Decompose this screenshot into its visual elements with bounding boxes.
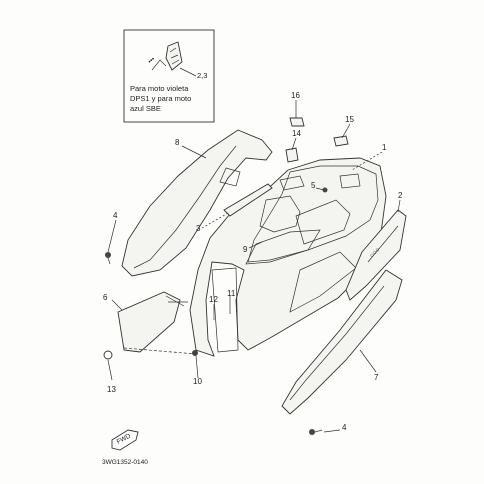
- callout-12: 12: [209, 295, 218, 304]
- inset-ref-label: 2,3: [197, 71, 207, 80]
- callout-7: 7: [374, 373, 379, 382]
- callout-13: 13: [107, 385, 116, 394]
- callout-5: 5: [311, 181, 316, 190]
- callout-6: 6: [103, 293, 108, 302]
- part-inner-piece: [245, 229, 321, 265]
- part-trim-strip: [223, 183, 273, 217]
- washer-13: [103, 350, 113, 360]
- callout-3: 3: [196, 224, 201, 233]
- screw-4-lower: [309, 429, 323, 435]
- callout-15: 15: [345, 115, 354, 124]
- callout-10: 10: [193, 377, 202, 386]
- part-body-cover: [189, 157, 387, 357]
- callout-11: 11: [227, 289, 236, 298]
- callout-4-lower: 4: [342, 423, 347, 432]
- inset-note-line1: Para moto violeta: [130, 84, 189, 93]
- inset-box: ••• 2,3 Para moto violeta DPS1 y para mo…: [123, 29, 215, 123]
- part-clip-15: [333, 135, 349, 147]
- leader-lines: [107, 100, 401, 433]
- screw-5: [322, 187, 328, 193]
- callout-8: 8: [175, 138, 180, 147]
- screw-10: [192, 350, 198, 356]
- callout-14: 14: [292, 129, 301, 138]
- callout-1: 1: [382, 143, 387, 152]
- callout-4-upper: 4: [113, 211, 118, 220]
- inset-note-line3: azul SBE: [130, 104, 161, 113]
- screw-4-upper: [105, 252, 111, 265]
- diagram-code: 3WG1352-0140: [102, 459, 148, 466]
- fwd-arrow-icon: FWD: [111, 429, 139, 451]
- part-front-rail-right: ○○○: [345, 209, 407, 301]
- part-side-rail-lower: [281, 269, 403, 415]
- svg-text:•••: •••: [147, 55, 157, 65]
- part-side-rail-left: [121, 129, 273, 277]
- part-grommet-14: [285, 147, 299, 163]
- part-panel: [117, 291, 188, 353]
- callout-9: 9: [243, 245, 248, 254]
- callout-2: 2: [398, 191, 403, 200]
- part-clip-16: [289, 117, 305, 127]
- inset-note-line2: DPS1 y para moto: [130, 94, 191, 103]
- inset-emblem-decal: •••: [147, 41, 183, 71]
- callout-16: 16: [291, 91, 300, 100]
